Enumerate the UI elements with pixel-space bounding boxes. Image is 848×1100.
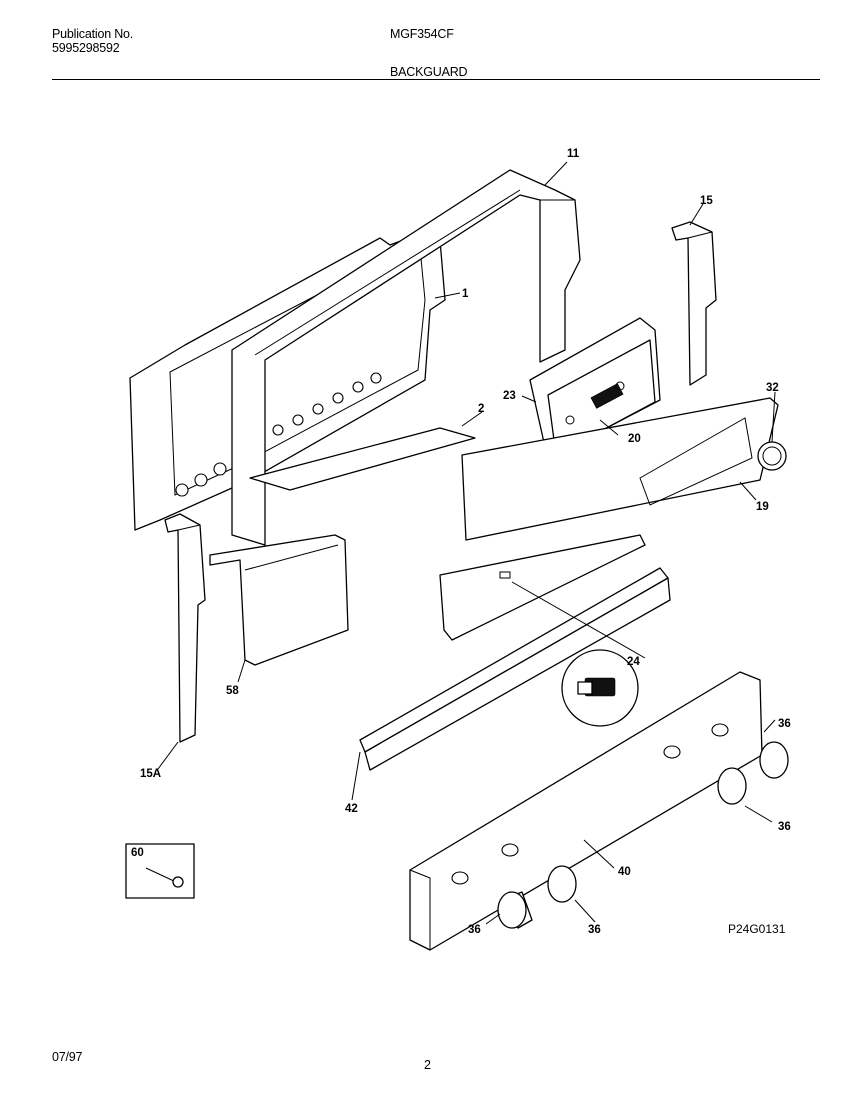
- control-board-assembly: [529, 317, 661, 456]
- trim-piece: [249, 427, 476, 491]
- callout-40: 40: [618, 866, 631, 878]
- callout-58: 58: [226, 685, 239, 697]
- burner-knob-3: [717, 767, 747, 805]
- publication-number: 5995298592: [52, 41, 120, 55]
- callout-24: 24: [627, 656, 640, 668]
- switch-detail-circle: [561, 649, 639, 727]
- burner-knob-4: [759, 741, 789, 779]
- burner-knob-1: [497, 891, 533, 929]
- lower-bracket: [209, 534, 349, 666]
- clock-knob: [757, 441, 787, 471]
- front-rail: [359, 567, 671, 771]
- switch-mounting-plate: [439, 534, 646, 641]
- callout-1: 1: [462, 288, 469, 300]
- right-end-bracket: [671, 221, 717, 386]
- callout-15a: 15A: [140, 768, 161, 780]
- callout-2: 2: [478, 403, 484, 415]
- publication-label: Publication No.: [52, 27, 134, 41]
- drawing-id: P24G0131: [728, 922, 786, 936]
- callout-60: 60: [131, 847, 144, 859]
- section-title: BACKGUARD: [390, 65, 468, 79]
- burner-knob-2: [547, 865, 577, 903]
- callout-36-center: 36: [588, 924, 601, 936]
- callout-11: 11: [567, 148, 580, 160]
- callout-36-left: 36: [468, 924, 481, 936]
- leader-lines: [157, 161, 776, 925]
- backguard-frame: [231, 169, 581, 546]
- screw-inset-box: [125, 843, 195, 899]
- callout-19: 19: [756, 501, 769, 513]
- callout-32: 32: [766, 382, 779, 394]
- callout-20: 20: [628, 433, 641, 445]
- callout-23: 23: [503, 390, 516, 402]
- header-rule: [52, 79, 820, 80]
- footer-date: 07/97: [52, 1050, 83, 1064]
- model-number: MGF354CF: [390, 27, 454, 41]
- page-number: 2: [424, 1058, 431, 1072]
- callout-42: 42: [345, 803, 358, 815]
- callout-15: 15: [700, 195, 713, 207]
- rear-backguard-panel: [129, 229, 446, 531]
- callout-36-right-bottom: 36: [778, 821, 791, 833]
- callout-36-right-top: 36: [778, 718, 791, 730]
- left-end-bracket: [164, 513, 206, 743]
